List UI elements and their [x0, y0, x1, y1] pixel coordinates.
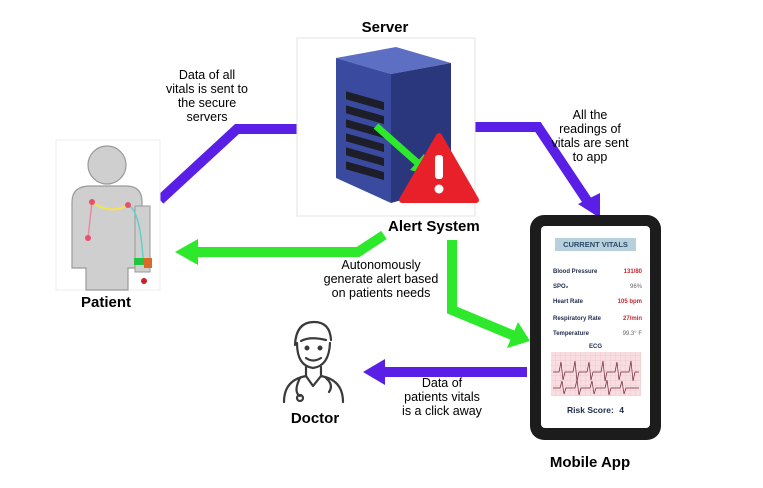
arrow-app-to-doctor [363, 359, 527, 385]
phone-device [530, 215, 661, 440]
server-label: Server [361, 19, 409, 36]
vital-value: 131/80 [623, 269, 642, 275]
arrow-server-to-app [475, 122, 600, 218]
vital-value: 96% [629, 284, 642, 290]
patient-figure [55, 139, 161, 291]
mobile-app-label: Mobile App [549, 454, 631, 471]
vital-row-respiratory-rate: Respiratory Rate 27/min [553, 316, 642, 326]
note-data-to-app: All the readings of vitals are sent to a… [551, 108, 629, 164]
vital-value: 27/min [622, 316, 642, 322]
vital-row-temperature: Temperature 99.3° F [553, 331, 642, 341]
vital-label: Temperature [553, 331, 589, 337]
note-data-to-server: Data of all vitals is sent to the secure… [166, 68, 248, 124]
alert-system-label: Alert System [388, 218, 480, 235]
vital-value: 99.3° F [622, 331, 642, 337]
app-screen: CURRENT VITALS Blood Pressure 131/80 SPO… [541, 226, 650, 428]
note-alert-generation: Autonomously generate alert based on pat… [323, 258, 439, 300]
arrow-alert-to-app [447, 240, 530, 348]
alert-warning-icon [399, 133, 479, 203]
vital-label: Heart Rate [553, 299, 584, 305]
current-vitals-header: CURRENT VITALS [555, 238, 636, 251]
vital-row-blood-pressure: Blood Pressure 131/80 [553, 269, 642, 279]
note-doctor-access: Data of patients vitals is a click away [402, 376, 482, 418]
risk-score-label: Risk Score: [567, 405, 614, 415]
vital-row-heart-rate: Heart Rate 105 bpm [553, 299, 642, 309]
vital-label: SPO₂ [553, 284, 569, 290]
vital-value: 105 bpm [617, 299, 642, 305]
arrow-alert-to-patient [175, 230, 387, 265]
risk-score-value: 4 [619, 405, 624, 415]
vital-label: Blood Pressure [553, 269, 598, 275]
ecg-label: ECG [588, 344, 602, 350]
vital-row-spo2: SPO₂ 96% [553, 284, 642, 294]
doctor-label: Doctor [290, 410, 340, 427]
doctor-icon [282, 320, 345, 404]
patient-label: Patient [80, 294, 131, 311]
risk-score: Risk Score: 4 [541, 405, 650, 415]
vital-label: Respiratory Rate [553, 316, 602, 322]
